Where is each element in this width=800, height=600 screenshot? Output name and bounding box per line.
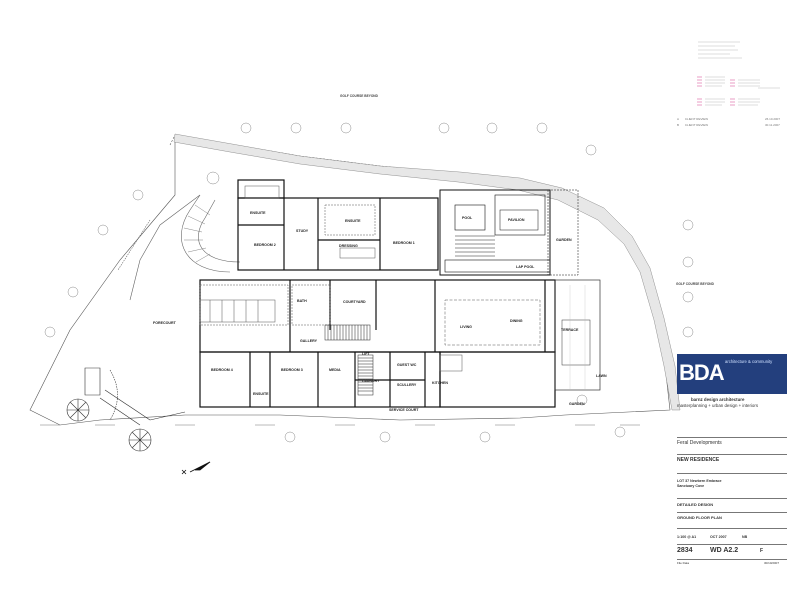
room-ensuite2: ENSUITE [345, 219, 361, 223]
date: OCT 2007 [710, 535, 727, 539]
title-block: BDA architecture & community barnz desig… [677, 350, 787, 590]
top-note: GOLF COURSE BEYOND [340, 94, 379, 98]
golf-verge [173, 133, 681, 411]
room-bedroom1: BEDROOM 1 [393, 241, 415, 245]
revision-date: 30.11.2007 [765, 123, 780, 127]
room-pavilion: PAVILION [508, 218, 525, 222]
logo-subtitle: architecture & community [725, 359, 773, 364]
spec-text-lines [698, 41, 780, 106]
firm-tagline: masterplanning + urban design + interior… [677, 403, 759, 408]
room-study: STUDY [296, 229, 309, 233]
room-bath: BATH [297, 299, 307, 303]
room-dressing: DRESSING [339, 244, 358, 248]
room-gallery: GALLERY [300, 339, 318, 343]
north-arrow-icon [181, 461, 211, 475]
sheet-title: GROUND FLOOR PLAN [677, 515, 722, 520]
client-name: Feral Developments [677, 440, 722, 446]
room-laundry: LAUNDRY [362, 379, 380, 383]
room-scullery: SCULLERY [397, 383, 417, 387]
revision-desc: CLIENT REVIEW [684, 123, 709, 127]
room-dining: DINING [510, 319, 523, 323]
revision-row: A CLIENT REVIEW 26.10.2007 [677, 117, 780, 121]
revision-id: B [677, 123, 680, 127]
room-service-court: SERVICE COURT [389, 408, 419, 412]
forecourt [84, 367, 186, 426]
file-date: 30/10/2007 [764, 561, 780, 565]
room-guest-wc: GUEST WC [397, 363, 417, 367]
room-ensuite3: ENSUITE [253, 392, 269, 396]
room-lap-pool: LAP POOL [516, 265, 535, 269]
revision-marks [697, 76, 735, 106]
room-garden: GARDEN [556, 238, 572, 242]
room-bedroom3: BEDROOM 3 [281, 368, 303, 372]
revisions-table: A CLIENT REVIEW 26.10.2007 B CLIENT REVI… [677, 38, 787, 128]
room-media: MEDIA [329, 368, 341, 372]
drawn-by: NB [742, 535, 748, 539]
room-forecourt: FORECOURT [153, 321, 177, 325]
revision-date: 26.10.2007 [765, 117, 781, 121]
room-living: LIVING [460, 325, 472, 329]
room-bedroom2: BEDROOM 2 [254, 243, 276, 247]
inner-lines [199, 185, 541, 372]
logo-mark: BDA [679, 360, 725, 385]
project-name: NEW RESIDENCE [677, 457, 720, 463]
room-garden2: GARDEN [569, 402, 585, 406]
room-kitchen: KITCHEN [432, 381, 448, 385]
firm-logo: BDA architecture & community [677, 354, 787, 394]
room-labels: BEDROOM 2 ENSUITE STUDY ENSUITE DRESSING… [153, 211, 607, 412]
address-line-1: LOT 37 Newbern Embrace [677, 479, 722, 483]
drawing-number: WD A2.2 [710, 547, 739, 554]
room-terrace: TERRACE [561, 328, 579, 332]
room-bedroom4: BEDROOM 4 [211, 368, 233, 372]
pool-area [439, 189, 579, 276]
stage: DETAILED DESIGN [677, 502, 714, 507]
terrace [554, 279, 601, 391]
room-lift: LIFT [362, 352, 370, 356]
stairs [324, 235, 495, 396]
revision-letter: F [760, 548, 764, 554]
firm-name: barnz design architecture [691, 397, 745, 402]
room-pool: POOL [462, 216, 473, 220]
scale: 1:100 @ A1 [677, 535, 697, 539]
revision-desc: CLIENT REVIEW [684, 117, 709, 121]
revision-id: A [677, 117, 680, 121]
trees [44, 122, 694, 452]
file-label: File Data [677, 561, 690, 565]
room-courtyard: COURTYARD [343, 300, 366, 304]
job-number: 2834 [677, 547, 693, 554]
address-line-2: Sanctuary Cove [677, 484, 705, 488]
revision-row: B CLIENT REVIEW 30.11.2007 [677, 123, 780, 127]
right-note: GOLF COURSE BEYOND [676, 282, 715, 286]
room-ensuite1: ENSUITE [250, 211, 266, 215]
room-lawn: LAWN [596, 374, 607, 378]
driveway [117, 194, 241, 301]
